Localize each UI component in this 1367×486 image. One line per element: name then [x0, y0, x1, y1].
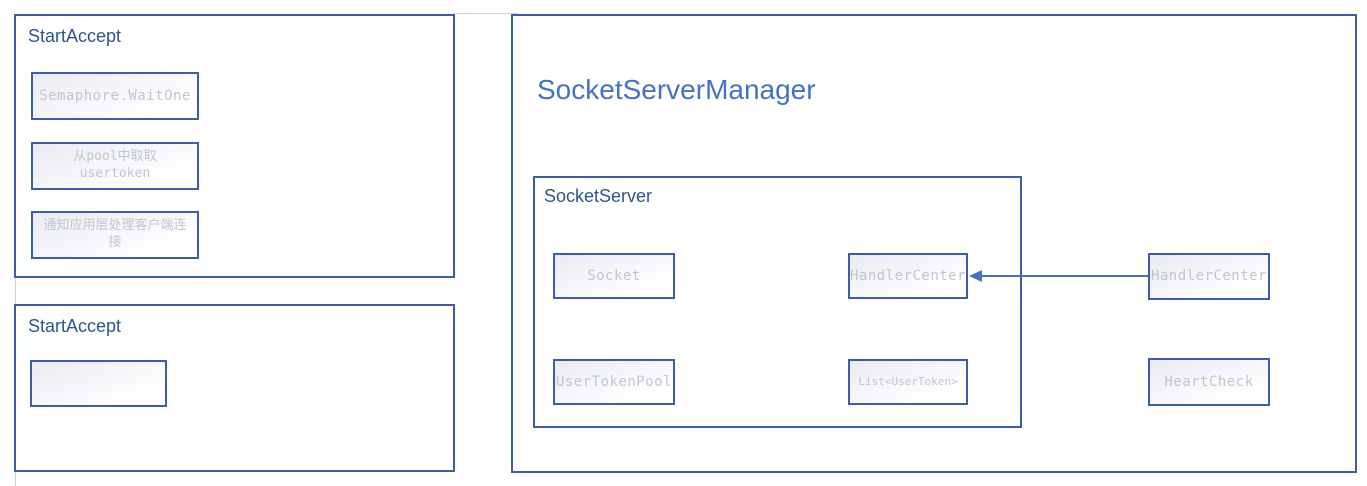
start-accept-container-2[interactable]: StartAccept: [14, 304, 455, 472]
handler-center-connector-arrow[interactable]: [966, 266, 1152, 286]
handler-center-inner-box[interactable]: HandlerCenter: [848, 253, 968, 299]
page-boundary-horizontal-line: [453, 13, 518, 14]
list-usertoken-label: List<UserToken>: [858, 374, 958, 388]
user-token-pool-box[interactable]: UserTokenPool: [553, 359, 675, 405]
handler-center-inner-label: HandlerCenter: [849, 267, 967, 284]
arrow-head-icon: [969, 270, 982, 282]
get-usertoken-from-pool-label: 从pool中取取 usertoken: [73, 149, 157, 181]
start-accept-title-2: StartAccept: [28, 316, 122, 336]
socket-server-manager-container[interactable]: SocketServerManager SocketServer Socket …: [511, 14, 1357, 473]
list-usertoken-box[interactable]: List<UserToken>: [848, 359, 968, 405]
handler-center-external-box[interactable]: HandlerCenter: [1148, 253, 1270, 300]
empty-step-box[interactable]: [30, 360, 167, 407]
notify-app-layer-step[interactable]: 通知应用层处理客户端连 接: [31, 211, 199, 259]
get-usertoken-from-pool-step[interactable]: 从pool中取取 usertoken: [31, 142, 199, 190]
heart-check-box[interactable]: HeartCheck: [1148, 358, 1270, 406]
user-token-pool-label: UserTokenPool: [555, 373, 673, 390]
socket-server-container[interactable]: SocketServer Socket HandlerCenter UserTo…: [533, 176, 1022, 428]
socket-member-box[interactable]: Socket: [553, 253, 675, 299]
socket-server-manager-title: SocketServerManager: [537, 74, 816, 105]
socket-server-title: SocketServer: [544, 186, 653, 206]
notify-app-layer-label: 通知应用层处理客户端连 接: [43, 218, 187, 250]
semaphore-waitone-step[interactable]: Semaphore.WaitOne: [31, 72, 199, 120]
semaphore-waitone-label: Semaphore.WaitOne: [39, 87, 191, 104]
start-accept-title-1: StartAccept: [28, 26, 122, 46]
socket-member-label: Socket: [587, 267, 641, 284]
handler-center-external-label: HandlerCenter: [1150, 268, 1268, 285]
start-accept-container-1[interactable]: StartAccept Semaphore.WaitOne 从pool中取取 u…: [14, 14, 455, 278]
heart-check-label: HeartCheck: [1164, 373, 1254, 390]
